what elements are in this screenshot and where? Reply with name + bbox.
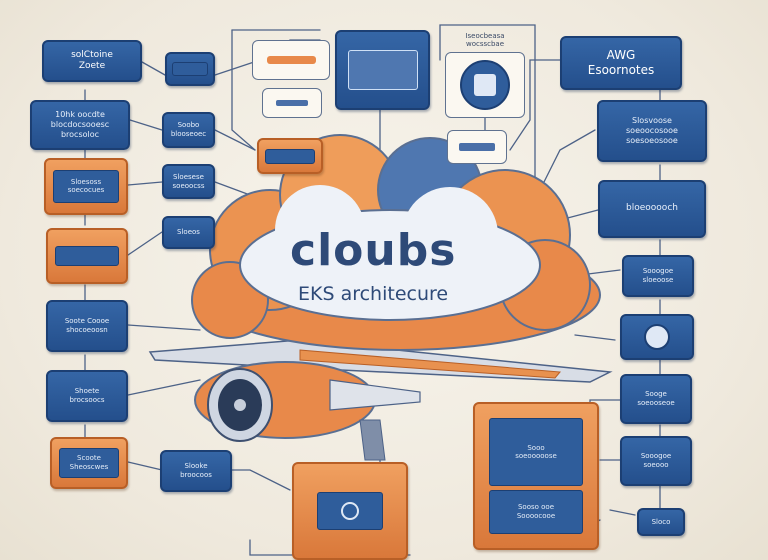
bottom-card-box: Sooo soeooooose Sooso ooe Soooocooe: [473, 402, 599, 550]
mid-node-0: [165, 52, 215, 86]
right-node-6-label: Sooogoe soeooo: [640, 452, 672, 469]
right-node-2-label: bloeooooch: [626, 203, 678, 214]
left-node-5: Shoete brocsoocs: [46, 370, 128, 422]
right-title-label: AWG Esoornotes: [587, 48, 655, 77]
mid-bottom-node: Slooke broocoos: [160, 450, 232, 492]
left-node-6: Scoote Sheoscwes: [50, 437, 128, 489]
mid-node-1-label: Soobo blooseoec: [170, 121, 207, 138]
mid-node-1: Soobo blooseoec: [162, 112, 215, 148]
left-node-1: 10hk oocdte blocdocsooesc brocsoloc: [30, 100, 130, 150]
mid-node-2-label: Sloesese soeoocss: [172, 172, 205, 190]
right-node-1: Slosvoose soeoocosooe soesoeosooe: [597, 100, 707, 162]
bottom-server-box: [292, 462, 408, 560]
top-left-card-3: [257, 138, 323, 174]
cloud-title: cloubs: [290, 225, 457, 276]
right-node-2: bloeooooch: [598, 180, 706, 238]
jet-engine: [194, 361, 421, 442]
top-center-label: Iseocbeasa wocsscbae: [465, 32, 505, 48]
right-node-4: [620, 314, 694, 360]
left-top-label: solCtoine Zoete: [71, 49, 113, 71]
mid-node-2: Sloesese soeoocss: [162, 164, 215, 199]
right-title-node: AWG Esoornotes: [560, 36, 682, 90]
left-node-3: [46, 228, 128, 284]
right-node-3: Sooogoe sloeoose: [622, 255, 694, 297]
top-right-circle-card: [445, 52, 525, 118]
left-node-5-label: Shoete brocsoocs: [69, 387, 105, 404]
cloud-shape: [191, 134, 601, 351]
cloud-subtitle: EKS architecure: [298, 283, 449, 305]
left-node-1-label: 10hk oocdte blocdocsooesc brocsoloc: [50, 110, 110, 139]
right-node-5-label: Sooge soeooseoe: [637, 390, 675, 407]
left-node-4: Soote Coooe shocoeoosn: [46, 300, 128, 352]
bottom-card-label-2: Sooso ooe Soooocooe: [516, 503, 556, 521]
mid-node-3-label: Sloeos: [177, 228, 200, 237]
left-top-node: solCtoine Zoete: [42, 40, 142, 82]
left-node-6-label: Scoote Sheoscwes: [69, 454, 109, 471]
right-node-1-label: Slosvoose soeoocosooe soesoeosooe: [626, 116, 678, 145]
right-small-node: Sloco: [637, 508, 685, 536]
right-small-label: Sloco: [651, 517, 671, 526]
right-node-6: Sooogoe soeooo: [620, 436, 692, 486]
mid-node-3: Sloeos: [162, 216, 215, 249]
top-right-small-card: [447, 130, 507, 164]
mid-bottom-label: Slooke broocoos: [180, 462, 212, 479]
left-node-2: Sloesoss soecocues: [44, 158, 128, 215]
left-node-4-label: Soote Coooe shocoeoosn: [64, 317, 110, 334]
right-node-5: Sooge soeooseoe: [620, 374, 692, 424]
left-node-2-label: Sloesoss soecocues: [67, 177, 105, 195]
bottom-card-label: Sooo soeooooose: [515, 443, 557, 461]
right-node-3-label: Sooogoe sloeoose: [642, 267, 674, 284]
top-left-card-2: [262, 88, 322, 118]
top-left-card: [252, 40, 330, 80]
top-center-window: [335, 30, 430, 110]
